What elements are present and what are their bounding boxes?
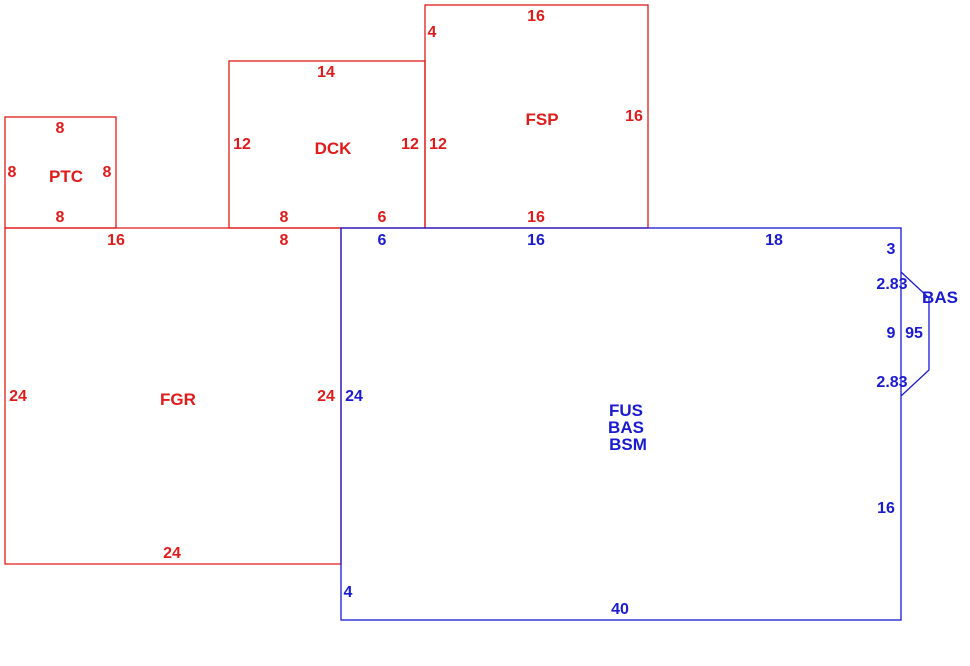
fgr-dim-left: 24 <box>9 388 27 405</box>
ptc-dim-top: 8 <box>56 120 65 137</box>
bay-outline <box>900 271 930 397</box>
main-dim-left: 24 <box>345 388 363 405</box>
main-label-3: BSM <box>609 435 647 454</box>
dck-dim-right: 12 <box>401 136 419 153</box>
fgr-dim-top-right: 8 <box>280 232 289 249</box>
bay-dim-diag-bottom: 2.83 <box>876 374 907 391</box>
bay-dim-inner: 9 <box>887 325 896 342</box>
main-dim-top-a: 6 <box>378 232 387 249</box>
dck-dim-bottom-left: 8 <box>280 209 289 226</box>
main-dim-right-top: 3 <box>887 241 896 258</box>
fsp-label: FSP <box>525 110 558 129</box>
fgr-label: FGR <box>160 390 196 409</box>
main-dim-left-bottom: 4 <box>344 584 353 601</box>
ptc-dim-bottom: 8 <box>56 209 65 226</box>
main-outline <box>340 227 902 621</box>
fsp-dim-left-top: 4 <box>428 24 437 41</box>
fgr-dim-top: 16 <box>107 232 125 249</box>
dck-dim-top: 14 <box>317 64 335 81</box>
bay-dim-diag-top: 2.83 <box>876 276 907 293</box>
fsp-dim-top: 16 <box>527 8 545 25</box>
fgr-dim-right: 24 <box>317 388 335 405</box>
ptc-label: PTC <box>49 167 83 186</box>
dck-label: DCK <box>315 139 353 158</box>
bay-dim-outer: 95 <box>905 325 923 342</box>
ptc-dim-left: 8 <box>8 164 17 181</box>
fgr-dim-bottom: 24 <box>163 545 181 562</box>
dck-dim-bottom-right: 6 <box>378 209 387 226</box>
fsp-dim-right: 16 <box>625 108 643 125</box>
main-label-1: FUS <box>609 401 643 420</box>
bay-label: BAS <box>922 288 958 307</box>
main-dim-top-c: 18 <box>765 232 783 249</box>
fsp-dim-bottom: 16 <box>527 209 545 226</box>
main-dim-top-b: 16 <box>527 232 545 249</box>
ptc-dim-right: 8 <box>103 164 112 181</box>
fsp-dim-left: 12 <box>429 136 447 153</box>
main-dim-right-bottom: 16 <box>877 500 895 517</box>
main-dim-bottom: 40 <box>611 601 629 618</box>
main-label-2: BAS <box>608 418 644 437</box>
dck-dim-left: 12 <box>233 136 251 153</box>
